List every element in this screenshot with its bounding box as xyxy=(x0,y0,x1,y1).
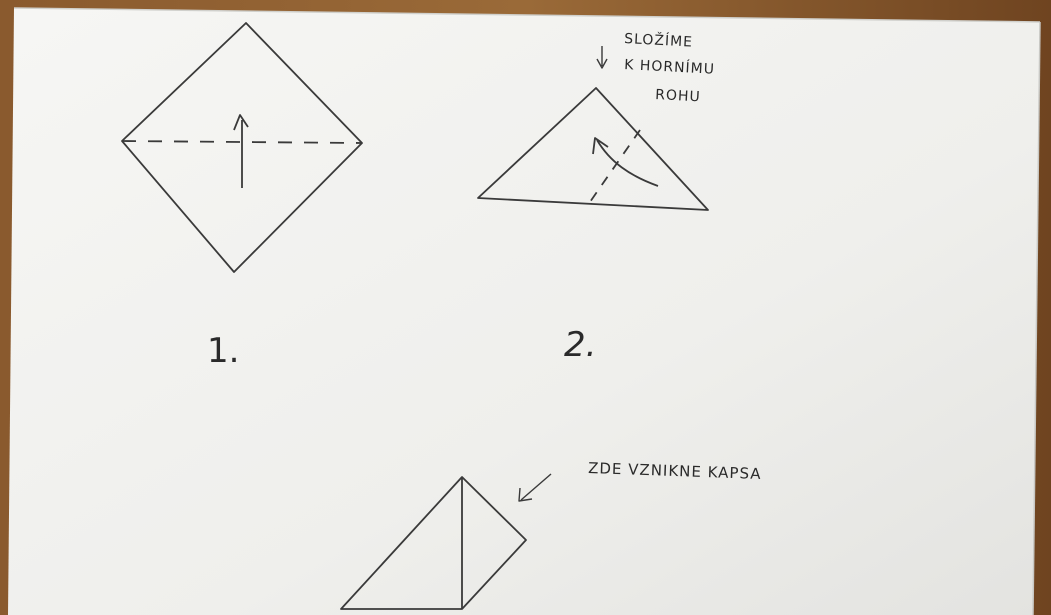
pointer-arrow xyxy=(520,473,552,501)
arrow-head-icon xyxy=(233,114,249,131)
arrow-head-icon xyxy=(518,487,533,502)
step3-folded-shape-drawing xyxy=(340,473,552,610)
step1-diamond-drawing xyxy=(121,22,363,273)
step2-note-line3: ROHU xyxy=(655,87,701,105)
curved-fold-arrow xyxy=(596,139,659,187)
dashed-fold-line xyxy=(589,129,641,203)
front-triangle-outline xyxy=(340,476,463,610)
paper-sheet xyxy=(8,8,1040,615)
step1-number: 1. xyxy=(207,331,239,371)
triangle-outline xyxy=(477,87,709,211)
step2-triangle-drawing xyxy=(477,46,709,211)
diamond-outline xyxy=(121,22,363,273)
step2-note-line2: K HORNÍMU xyxy=(624,56,716,78)
step2-number: 2. xyxy=(564,325,596,365)
pocket-flap-outline xyxy=(461,476,527,610)
down-arrow-icon xyxy=(596,46,608,69)
step2-note-line1: SLOŽÍME xyxy=(624,29,694,51)
arrow-head-icon xyxy=(592,137,609,155)
